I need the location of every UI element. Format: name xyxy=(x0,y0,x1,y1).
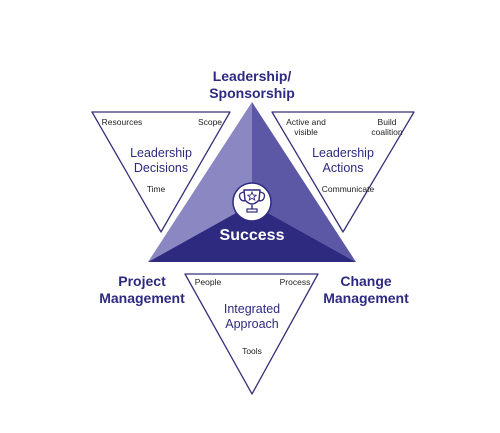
heading-line-1: Leadership/ xyxy=(212,68,292,84)
project-management-heading: Project Management xyxy=(92,273,192,307)
left-face xyxy=(148,102,252,262)
actions-title-line-1: Leadership xyxy=(312,146,374,160)
build-coalition-label: Build coalition xyxy=(362,117,412,137)
active-line-1: Active and xyxy=(286,117,326,127)
scope-label: Scope xyxy=(197,117,223,127)
integrated-title-line-2: Approach xyxy=(225,317,279,331)
leadership-decisions-panel xyxy=(91,111,231,233)
decisions-title-line-2: Decisions xyxy=(133,161,189,175)
leadership-actions-title: Leadership Actions xyxy=(298,146,388,176)
people-label: People xyxy=(194,277,222,287)
project-line-1: Project xyxy=(118,273,166,289)
process-label: Process xyxy=(279,277,311,287)
tools-label: Tools xyxy=(242,346,262,356)
active-line-2: visible xyxy=(294,127,318,137)
bottom-face xyxy=(148,204,356,262)
change-management-heading: Change Management xyxy=(316,273,416,307)
leadership-actions-panel xyxy=(271,111,415,233)
integrated-title-line-1: Integrated xyxy=(223,302,281,316)
heading-line-2: Sponsorship xyxy=(209,85,295,101)
time-label: Time xyxy=(146,184,166,194)
change-line-2: Management xyxy=(323,290,409,306)
change-line-1: Change xyxy=(340,273,392,289)
communicate-label: Communicate xyxy=(321,184,375,194)
leadership-decisions-title: Leadership Decisions xyxy=(116,146,206,176)
right-face xyxy=(252,102,356,262)
resources-label: Resources xyxy=(101,117,143,127)
leadership-sponsorship-heading: Leadership/ Sponsorship xyxy=(192,68,312,102)
integrated-approach-title: Integrated Approach xyxy=(207,302,297,332)
build-line-2: coalition xyxy=(371,127,403,137)
integrated-approach-panel xyxy=(184,273,319,395)
active-visible-label: Active and visible xyxy=(276,117,336,137)
actions-title-line-2: Actions xyxy=(322,161,364,175)
trophy-icon xyxy=(232,182,272,222)
build-line-1: Build xyxy=(377,117,397,127)
success-label: Success xyxy=(219,227,285,244)
decisions-title-line-1: Leadership xyxy=(130,146,192,160)
project-line-2: Management xyxy=(99,290,185,306)
